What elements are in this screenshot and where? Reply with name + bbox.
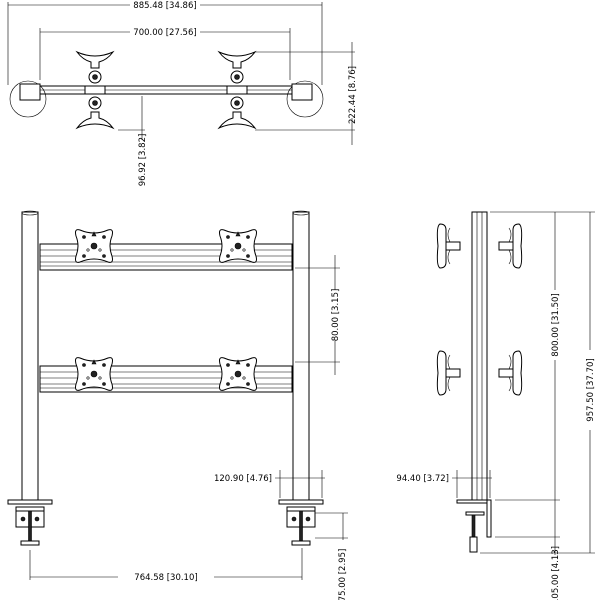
dim-overall-height: 957.50 [37.70] [586, 358, 596, 421]
dim-overall-width: 885.48 [34.86] [133, 1, 196, 11]
top-view: 885.48 [34.86] 700.00 [27.56] 222.44 [8.… [7, 1, 358, 187]
side-view: 800.00 [31.50] 957.50 [37.70] 105.00 [4.… [396, 211, 596, 600]
dim-clamp-height: 75.00 [2.95] [338, 549, 348, 600]
front-view: 80.00 [3.15] 120.90 [4.76] 764.58 [30.10… [7, 210, 348, 600]
dim-depth: 222.44 [8.76] [348, 66, 358, 124]
dim-clamp-drop: 105.00 [4.13] [551, 546, 561, 600]
dim-mount-spacing: 700.00 [27.56] [133, 28, 196, 38]
dim-pole-height: 800.00 [31.50] [551, 293, 561, 356]
dim-clamp-spacing: 764.58 [30.10] [134, 573, 197, 583]
dim-clamp-depth: 94.40 [3.72] [396, 474, 449, 484]
dim-clamp-width: 120.90 [4.76] [214, 474, 272, 484]
dim-offset: 96.92 [3.82] [138, 134, 148, 187]
dim-bar-spacing: 80.00 [3.15] [331, 289, 341, 342]
